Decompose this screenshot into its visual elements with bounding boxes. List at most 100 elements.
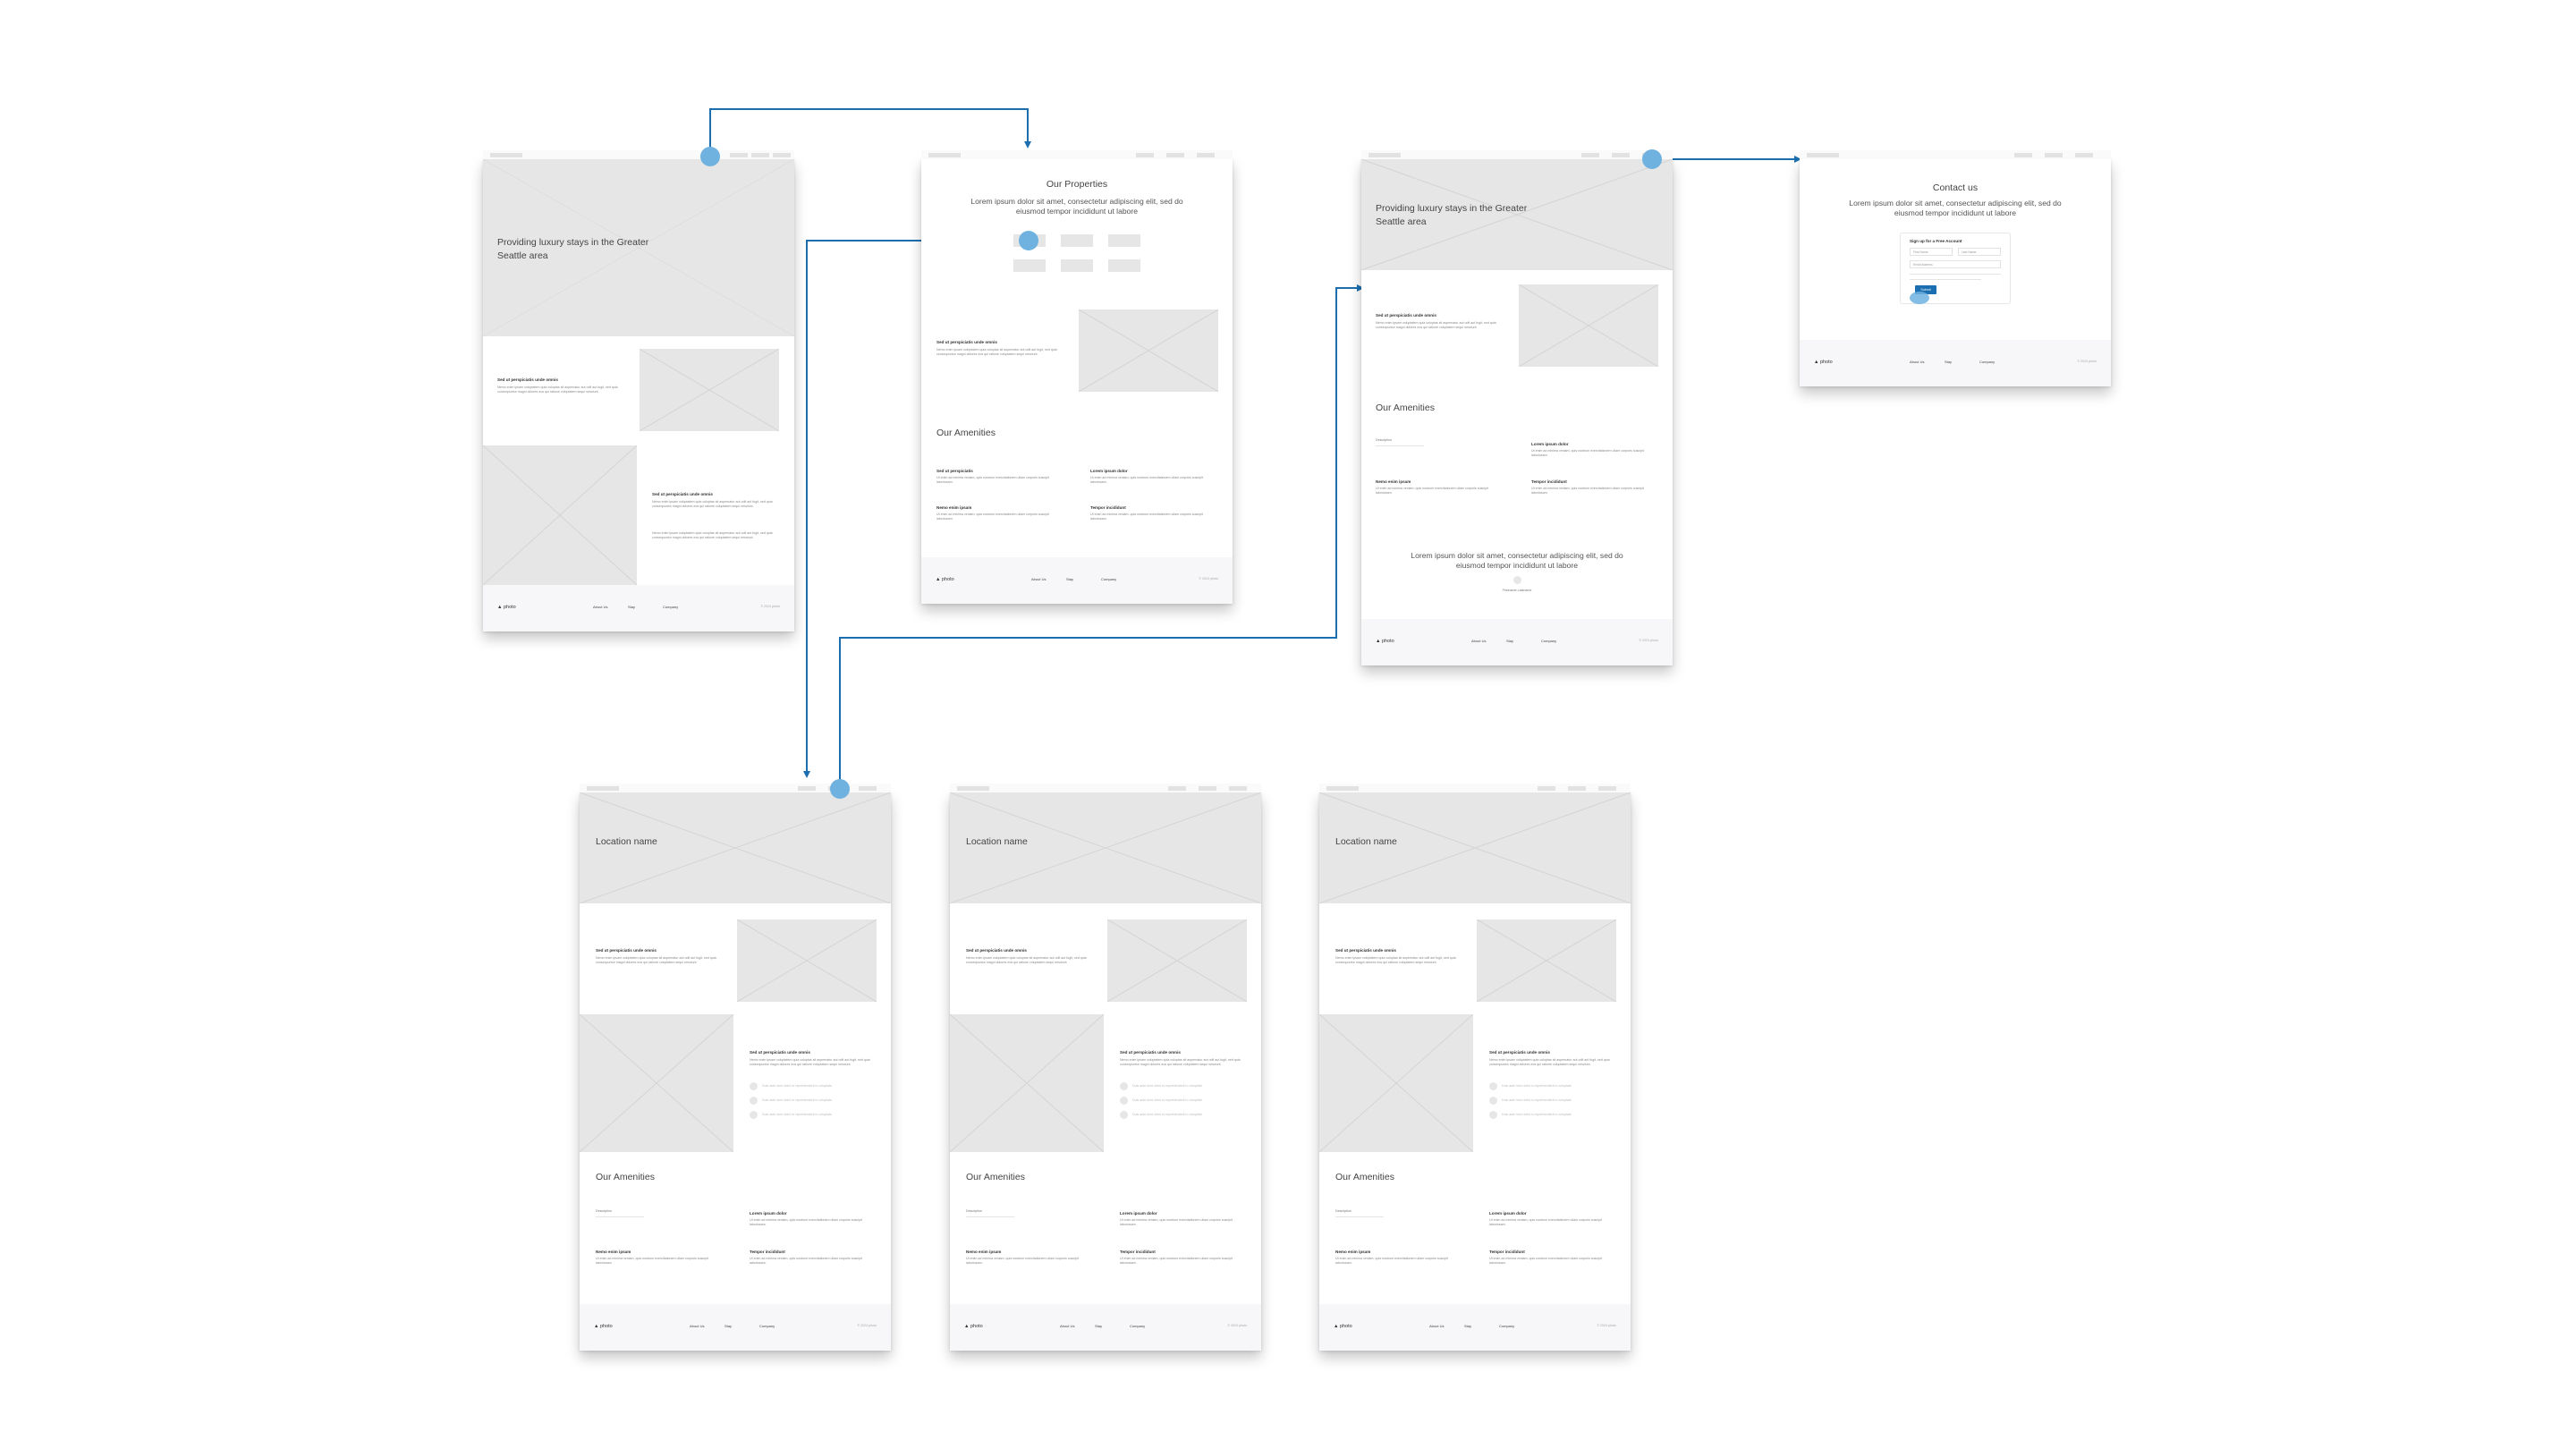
nav-link[interactable] [1199,786,1216,791]
frame-location: Location name Sed ut perspiciatis unde o… [950,784,1261,1351]
nav-link[interactable] [2045,153,2063,157]
amenity-paragraph: Ut enim ad minima veniam, quis nostrum e… [1376,487,1488,495]
placeholder-line [1376,445,1424,446]
footer-link-about[interactable]: About Us [1060,1324,1075,1328]
property-thumbnail[interactable] [1108,259,1140,272]
footer-logo[interactable]: ▲ photo [1814,360,1833,365]
footer-link-company[interactable]: Company [1499,1324,1515,1328]
list-bullet [1120,1082,1128,1090]
footer-link-company[interactable]: Company [759,1324,775,1328]
amenity-paragraph: Ut enim ad minima veniam, quis nostrum e… [1335,1257,1448,1265]
frame-location: Location name Sed ut perspiciatis unde o… [1319,784,1631,1351]
footer: ▲ photo About Us Stay Company © 2024 pho… [921,557,1233,604]
nav-link[interactable] [1612,153,1630,157]
footer-link-stay[interactable]: Stay [628,605,636,609]
footer-link-stay[interactable]: Stay [1945,360,1953,364]
placeholder-line [596,1216,644,1217]
small-label: Description [1376,438,1392,442]
property-thumbnail[interactable] [1061,259,1093,272]
image-placeholder [640,349,779,431]
footer-logo[interactable]: ▲ photo [594,1324,613,1329]
list-bullet [750,1097,758,1105]
nav-link[interactable] [1136,153,1154,157]
hotspot-amenities-nav[interactable] [1642,149,1662,169]
footer-logo[interactable]: ▲ photo [964,1324,983,1329]
footer-link-company[interactable]: Company [1130,1324,1146,1328]
footer-link-company[interactable]: Company [1101,577,1117,581]
footer-link-about[interactable]: About Us [1031,577,1046,581]
amenities-title: Our Amenities [966,1172,1025,1182]
nav-link[interactable] [1197,153,1215,157]
list-bullet [750,1082,758,1090]
nav-link[interactable] [1229,786,1247,791]
placeholder-line [1910,279,1981,280]
list-item-text: Duis aute irure dolor in reprehenderit i… [1132,1113,1202,1116]
nav-link[interactable] [751,153,769,157]
nav-link[interactable] [2075,153,2093,157]
footer-link-about[interactable]: About Us [690,1324,705,1328]
footer-link-about[interactable]: About Us [1429,1324,1445,1328]
logo-placeholder [928,153,961,157]
nav-link[interactable] [798,786,816,791]
nav-link[interactable] [859,786,877,791]
section-paragraph: Nemo enim ipsam voluptatem quia voluptas… [1120,1058,1241,1066]
hotspot-property-thumbnail[interactable] [1019,231,1038,250]
list-item-text: Duis aute irure dolor in reprehenderit i… [762,1084,832,1088]
footer-link-stay[interactable]: Stay [1464,1324,1472,1328]
footer-link-about[interactable]: About Us [593,605,608,609]
footer-link-stay[interactable]: Stay [1066,577,1074,581]
first-name-field[interactable]: First Name [1910,248,1953,256]
footer-copyright: © 2024 photo [760,605,780,608]
email-field[interactable]: Email Address [1910,260,2001,268]
footer-link-company[interactable]: Company [663,605,679,609]
property-thumbnail[interactable] [1061,234,1093,247]
amenity-heading: Nemo enim ipsam [1376,479,1411,484]
footer-logo[interactable]: ▲ photo [1334,1324,1352,1329]
property-thumbnail[interactable] [1108,234,1140,247]
logo-placeholder [587,786,619,791]
footer-link-stay[interactable]: Stay [1506,639,1514,643]
amenity-heading: Nemo enim ipsam [1335,1250,1371,1254]
nav-link[interactable] [1166,153,1184,157]
submit-button[interactable]: Submit [1915,285,1936,294]
amenity-heading: Nemo enim ipsam [596,1250,631,1254]
footer-logo[interactable]: ▲ photo [936,577,954,582]
list-item-text: Duis aute irure dolor in reprehenderit i… [1502,1084,1572,1088]
list-bullet [1489,1097,1497,1105]
footer-link-company[interactable]: Company [1541,639,1557,643]
property-thumbnail[interactable] [1013,259,1046,272]
nav-link[interactable] [773,153,791,157]
amenities-title: Our Amenities [1376,402,1435,413]
nav-link[interactable] [1581,153,1599,157]
nav-link[interactable] [1568,786,1586,791]
footer-link-about[interactable]: About Us [1471,639,1487,643]
footer-logo[interactable]: ▲ photo [1376,639,1394,644]
hotspot-location-nav[interactable] [830,779,850,799]
nav-link[interactable] [1168,786,1186,791]
amenity-paragraph: Ut enim ad minima veniam, quis nostrum e… [750,1218,862,1226]
footer-link-stay[interactable]: Stay [1095,1324,1103,1328]
form-title: Sign up for a Free Account [1910,239,1962,243]
nav-link[interactable] [1538,786,1555,791]
nav-link[interactable] [1598,786,1616,791]
footer-link-about[interactable]: About Us [1910,360,1925,364]
nav-bar [1319,784,1631,792]
nav-link[interactable] [2014,153,2032,157]
hotspot-home-nav[interactable] [700,147,720,166]
hotspot-contact-submit[interactable] [1910,292,1929,304]
list-bullet [1120,1097,1128,1105]
hero-heading: Location name [1335,836,1397,847]
amenity-heading: Lorem ipsum dolor [1120,1211,1157,1216]
footer-link-stay[interactable]: Stay [724,1324,733,1328]
list-item-text: Duis aute irure dolor in reprehenderit i… [1502,1113,1572,1116]
section-paragraph: Nemo enim ipsam voluptatem quia voluptas… [652,500,773,508]
small-label: Description [1335,1209,1352,1213]
amenity-heading: Nemo enim ipsam [936,505,972,510]
last-name-field[interactable]: Last Name [1958,248,2001,256]
image-placeholder [1519,284,1658,367]
nav-link[interactable] [730,153,748,157]
logo-placeholder [1807,153,1839,157]
section-heading: Sed ut perspiciatis unde omnis [1376,313,1436,318]
footer-link-company[interactable]: Company [1979,360,1996,364]
footer-logo[interactable]: ▲ photo [497,605,516,610]
